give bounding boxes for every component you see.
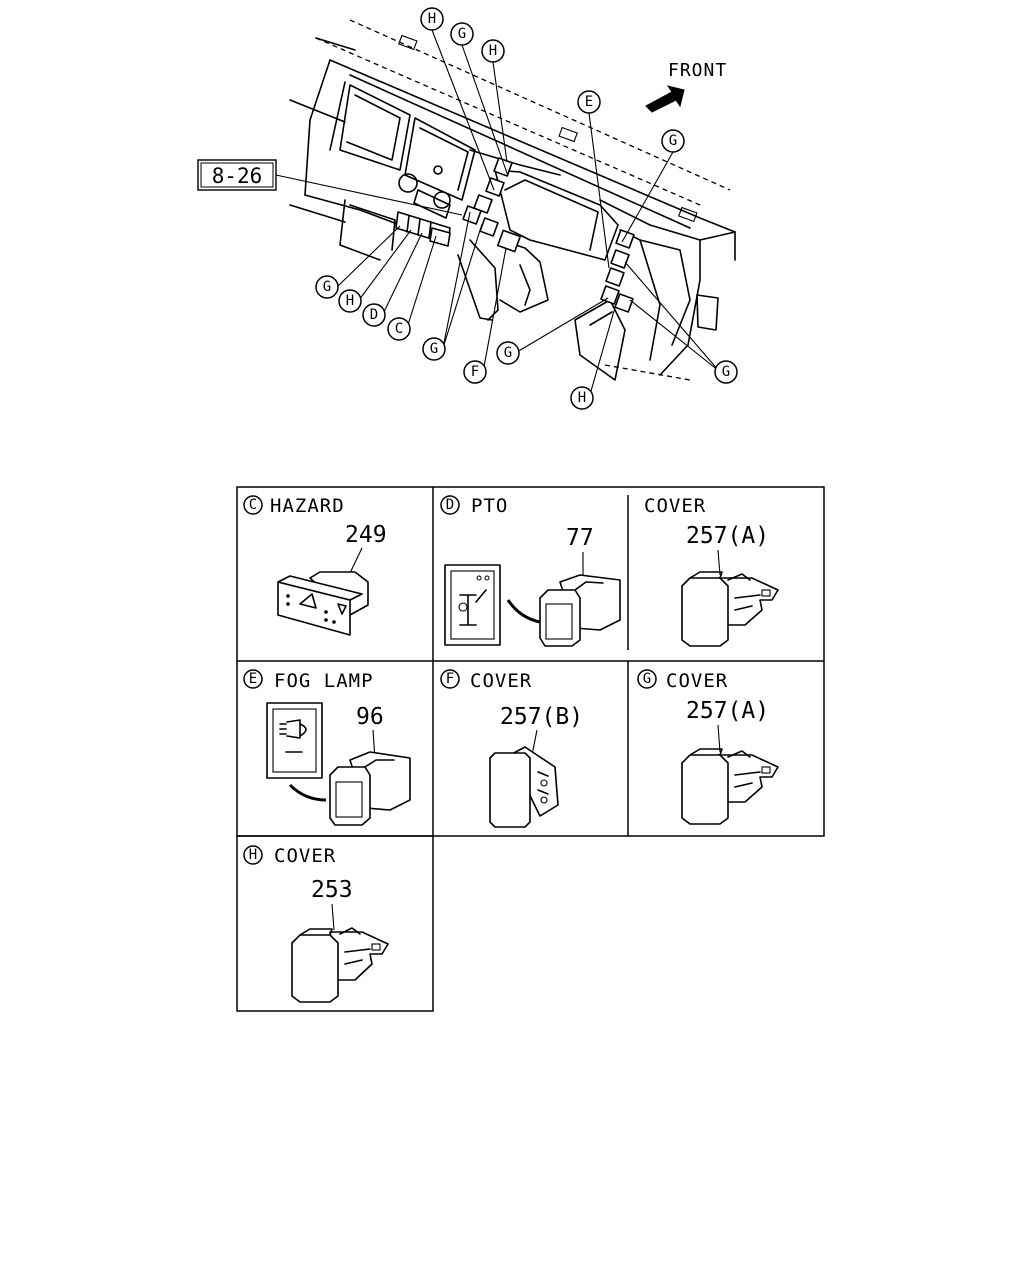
svg-text:H: H: [578, 390, 586, 406]
svg-text:G: G: [323, 279, 331, 295]
callout-c: C: [387, 317, 411, 341]
callout-h-3: H: [338, 289, 362, 313]
panel-cover-a-top: COVER 257(A): [644, 495, 779, 647]
callout-h-4: H: [570, 386, 594, 410]
callout-g-5: G: [496, 341, 520, 365]
callout-f: F: [463, 360, 487, 384]
panel-cover-253: H COVER 253: [243, 845, 389, 1003]
svg-text:F: F: [446, 671, 454, 687]
callout-g-6: G: [714, 360, 738, 384]
fog-lamp-indicator-icon: [266, 702, 323, 779]
callout-g-4: G: [422, 337, 446, 361]
callout-g-3: G: [315, 275, 339, 299]
panel-cover-a-top-name: COVER: [644, 495, 706, 517]
svg-text:D: D: [446, 497, 454, 513]
front-label: FRONT: [668, 60, 727, 81]
ref-box-label: 8-26: [212, 164, 263, 188]
svg-text:G: G: [458, 26, 466, 42]
panel-cover-253-part-no: 253: [311, 877, 353, 903]
panel-hazard-name: HAZARD: [270, 495, 345, 517]
svg-text:H: H: [249, 847, 257, 863]
svg-text:G: G: [669, 133, 677, 149]
callout-g-2: G: [661, 129, 685, 153]
panel-fog-lamp-name: FOG LAMP: [274, 670, 374, 692]
cover-a-icon: [681, 748, 779, 825]
hazard-switch-icon: [277, 571, 369, 636]
callout-h-2: H: [481, 39, 505, 63]
pto-switch-icon: [539, 574, 621, 647]
panel-hazard: C HAZARD 249: [243, 495, 387, 636]
panel-pto: D PTO 77: [440, 495, 621, 647]
svg-text:F: F: [471, 364, 479, 380]
panel-pto-part-no: 77: [566, 525, 594, 551]
fog-lamp-switch-icon: [329, 751, 411, 826]
svg-text:E: E: [249, 671, 257, 687]
panel-cover-b-part-no: 257(B): [500, 704, 583, 730]
pto-indicator-icon: [444, 564, 501, 646]
svg-text:G: G: [504, 345, 512, 361]
svg-text:C: C: [395, 321, 403, 337]
callout-d: D: [362, 303, 386, 327]
panel-cover-b: F COVER 257(B): [440, 669, 583, 828]
panel-pto-name: PTO: [471, 495, 508, 517]
panel-fog-lamp: E FOG LAMP 96: [243, 669, 411, 826]
svg-text:G: G: [430, 341, 438, 357]
panel-hazard-part-no: 249: [345, 522, 387, 548]
svg-text:G: G: [722, 364, 730, 380]
svg-text:H: H: [346, 293, 354, 309]
svg-text:G: G: [643, 671, 651, 687]
svg-text:H: H: [489, 43, 497, 59]
callout-g-1: G: [450, 22, 474, 46]
panel-cover-a: G COVER 257(A): [637, 669, 779, 825]
cover-a-top-icon: [681, 571, 779, 647]
callout-h-1: H: [420, 7, 444, 31]
front-arrow-icon: [645, 85, 685, 113]
panel-cover-b-name: COVER: [470, 670, 532, 692]
panel-cover-a-part-no: 257(A): [686, 698, 769, 724]
panel-cover-a-name: COVER: [666, 670, 728, 692]
cover-b-icon: [489, 746, 559, 828]
dashboard-illustration: [289, 19, 736, 381]
ref-box: 8-26: [197, 159, 277, 191]
panel-fog-lamp-part-no: 96: [356, 704, 384, 730]
panel-cover-a-top-part-no: 257(A): [686, 523, 769, 549]
parts-table: [236, 486, 825, 1012]
callout-leaders: [275, 29, 720, 399]
cover-253-icon: [291, 927, 389, 1003]
panel-cover-253-name: COVER: [274, 845, 336, 867]
svg-text:H: H: [428, 11, 436, 27]
callout-e: E: [577, 90, 601, 114]
svg-text:D: D: [370, 307, 378, 323]
svg-text:E: E: [585, 94, 593, 110]
svg-text:C: C: [249, 497, 257, 513]
